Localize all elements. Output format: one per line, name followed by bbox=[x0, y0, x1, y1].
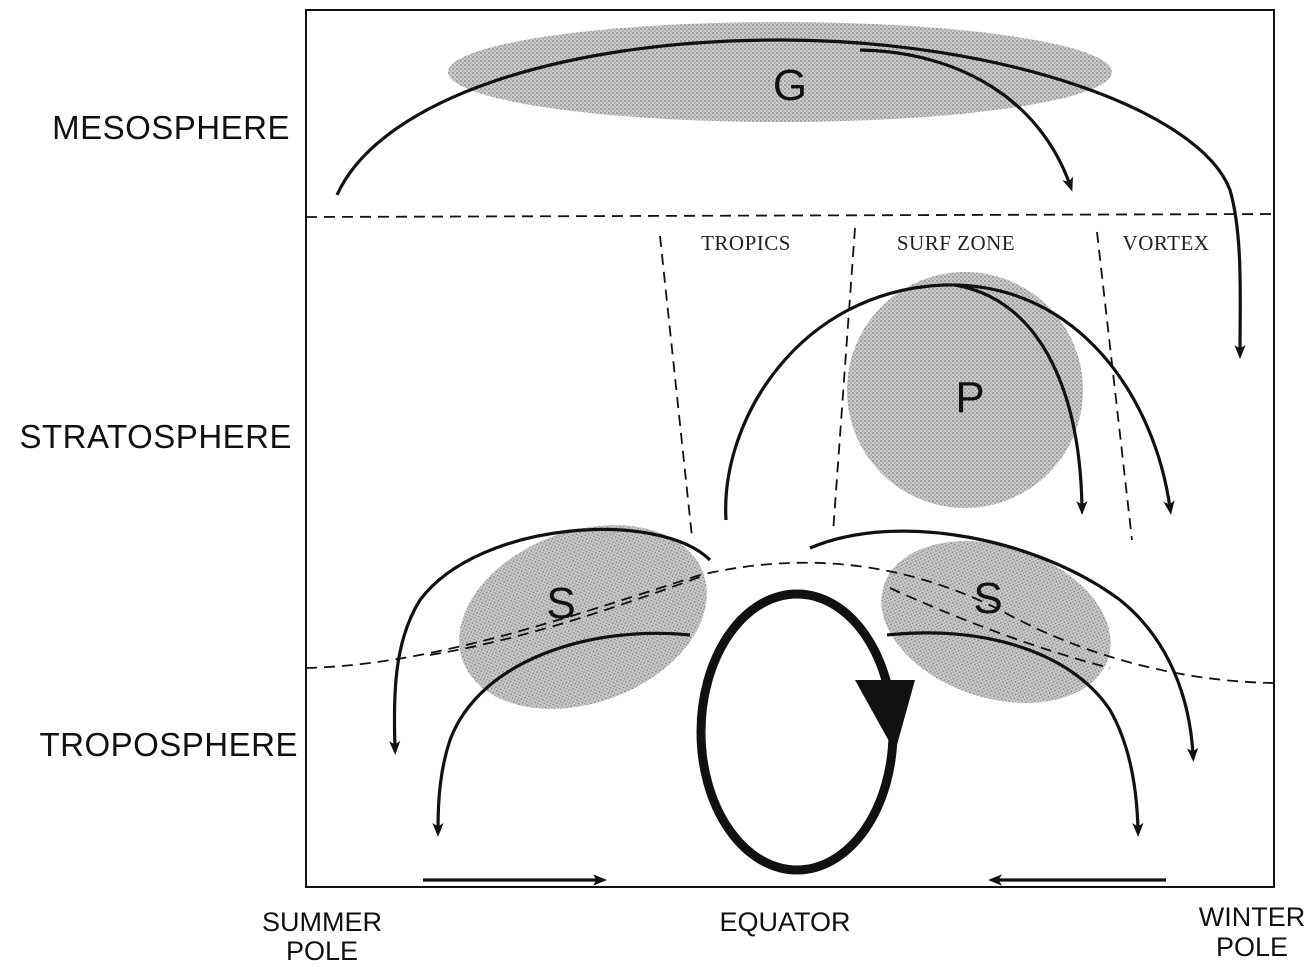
surf-vortex-boundary bbox=[1096, 231, 1133, 541]
boundaries bbox=[305, 213, 1275, 684]
planetary-wave-region bbox=[847, 272, 1083, 508]
region-label-g: G bbox=[773, 61, 807, 110]
region-label-s-left: S bbox=[546, 579, 575, 628]
stratosphere-outer-arrow bbox=[724, 283, 1175, 521]
zone-label-tropics: TROPICS bbox=[701, 231, 791, 255]
axis-label-summer: SUMMER bbox=[262, 907, 382, 937]
synoptic-wave-region-right bbox=[881, 541, 1111, 703]
hadley-cell-loop bbox=[696, 589, 898, 875]
layer-label-troposphere: TROPOSPHERE bbox=[39, 726, 298, 763]
zone-label-surf-zone: SURF ZONE bbox=[897, 231, 1015, 255]
axis-label-summer-pole: POLE bbox=[286, 936, 358, 966]
layer-label-stratosphere: STRATOSPHERE bbox=[20, 418, 293, 455]
axis-label-winter: WINTER bbox=[1199, 902, 1305, 932]
mesosphere-gravity-wave-region bbox=[448, 22, 1112, 122]
troposphere-left-inner-arrow bbox=[432, 631, 691, 837]
hadley-cell-arrowhead bbox=[855, 680, 915, 752]
layer-label-mesosphere: MESOSPHERE bbox=[52, 109, 290, 146]
circulation-arrows bbox=[335, 38, 1246, 886]
diagram-frame bbox=[305, 9, 1275, 888]
troposphere-right-inner-arrow bbox=[886, 631, 1144, 837]
troposphere-left-outer-arrow bbox=[389, 527, 712, 755]
shaded-regions bbox=[448, 22, 1112, 709]
tropics-surf-boundary bbox=[832, 227, 856, 534]
axis-label-equator: EQUATOR bbox=[719, 907, 850, 937]
region-label-p: P bbox=[955, 373, 984, 422]
mesosphere-inner-arrow bbox=[859, 48, 1073, 192]
tropics-boundary-left bbox=[659, 235, 693, 538]
stratosphere-inner-arrow bbox=[954, 283, 1088, 515]
troposphere-right-outer-arrow bbox=[809, 529, 1199, 762]
zone-label-vortex: VORTEX bbox=[1123, 231, 1210, 255]
tropopause-line bbox=[305, 561, 1275, 684]
axis-label-winter-pole: POLE bbox=[1216, 932, 1288, 962]
mesosphere-large-arrow bbox=[335, 38, 1246, 359]
stratopause-line bbox=[305, 213, 1275, 218]
region-label-s-right: S bbox=[973, 574, 1002, 623]
right-synoptic-dash bbox=[889, 587, 1111, 669]
